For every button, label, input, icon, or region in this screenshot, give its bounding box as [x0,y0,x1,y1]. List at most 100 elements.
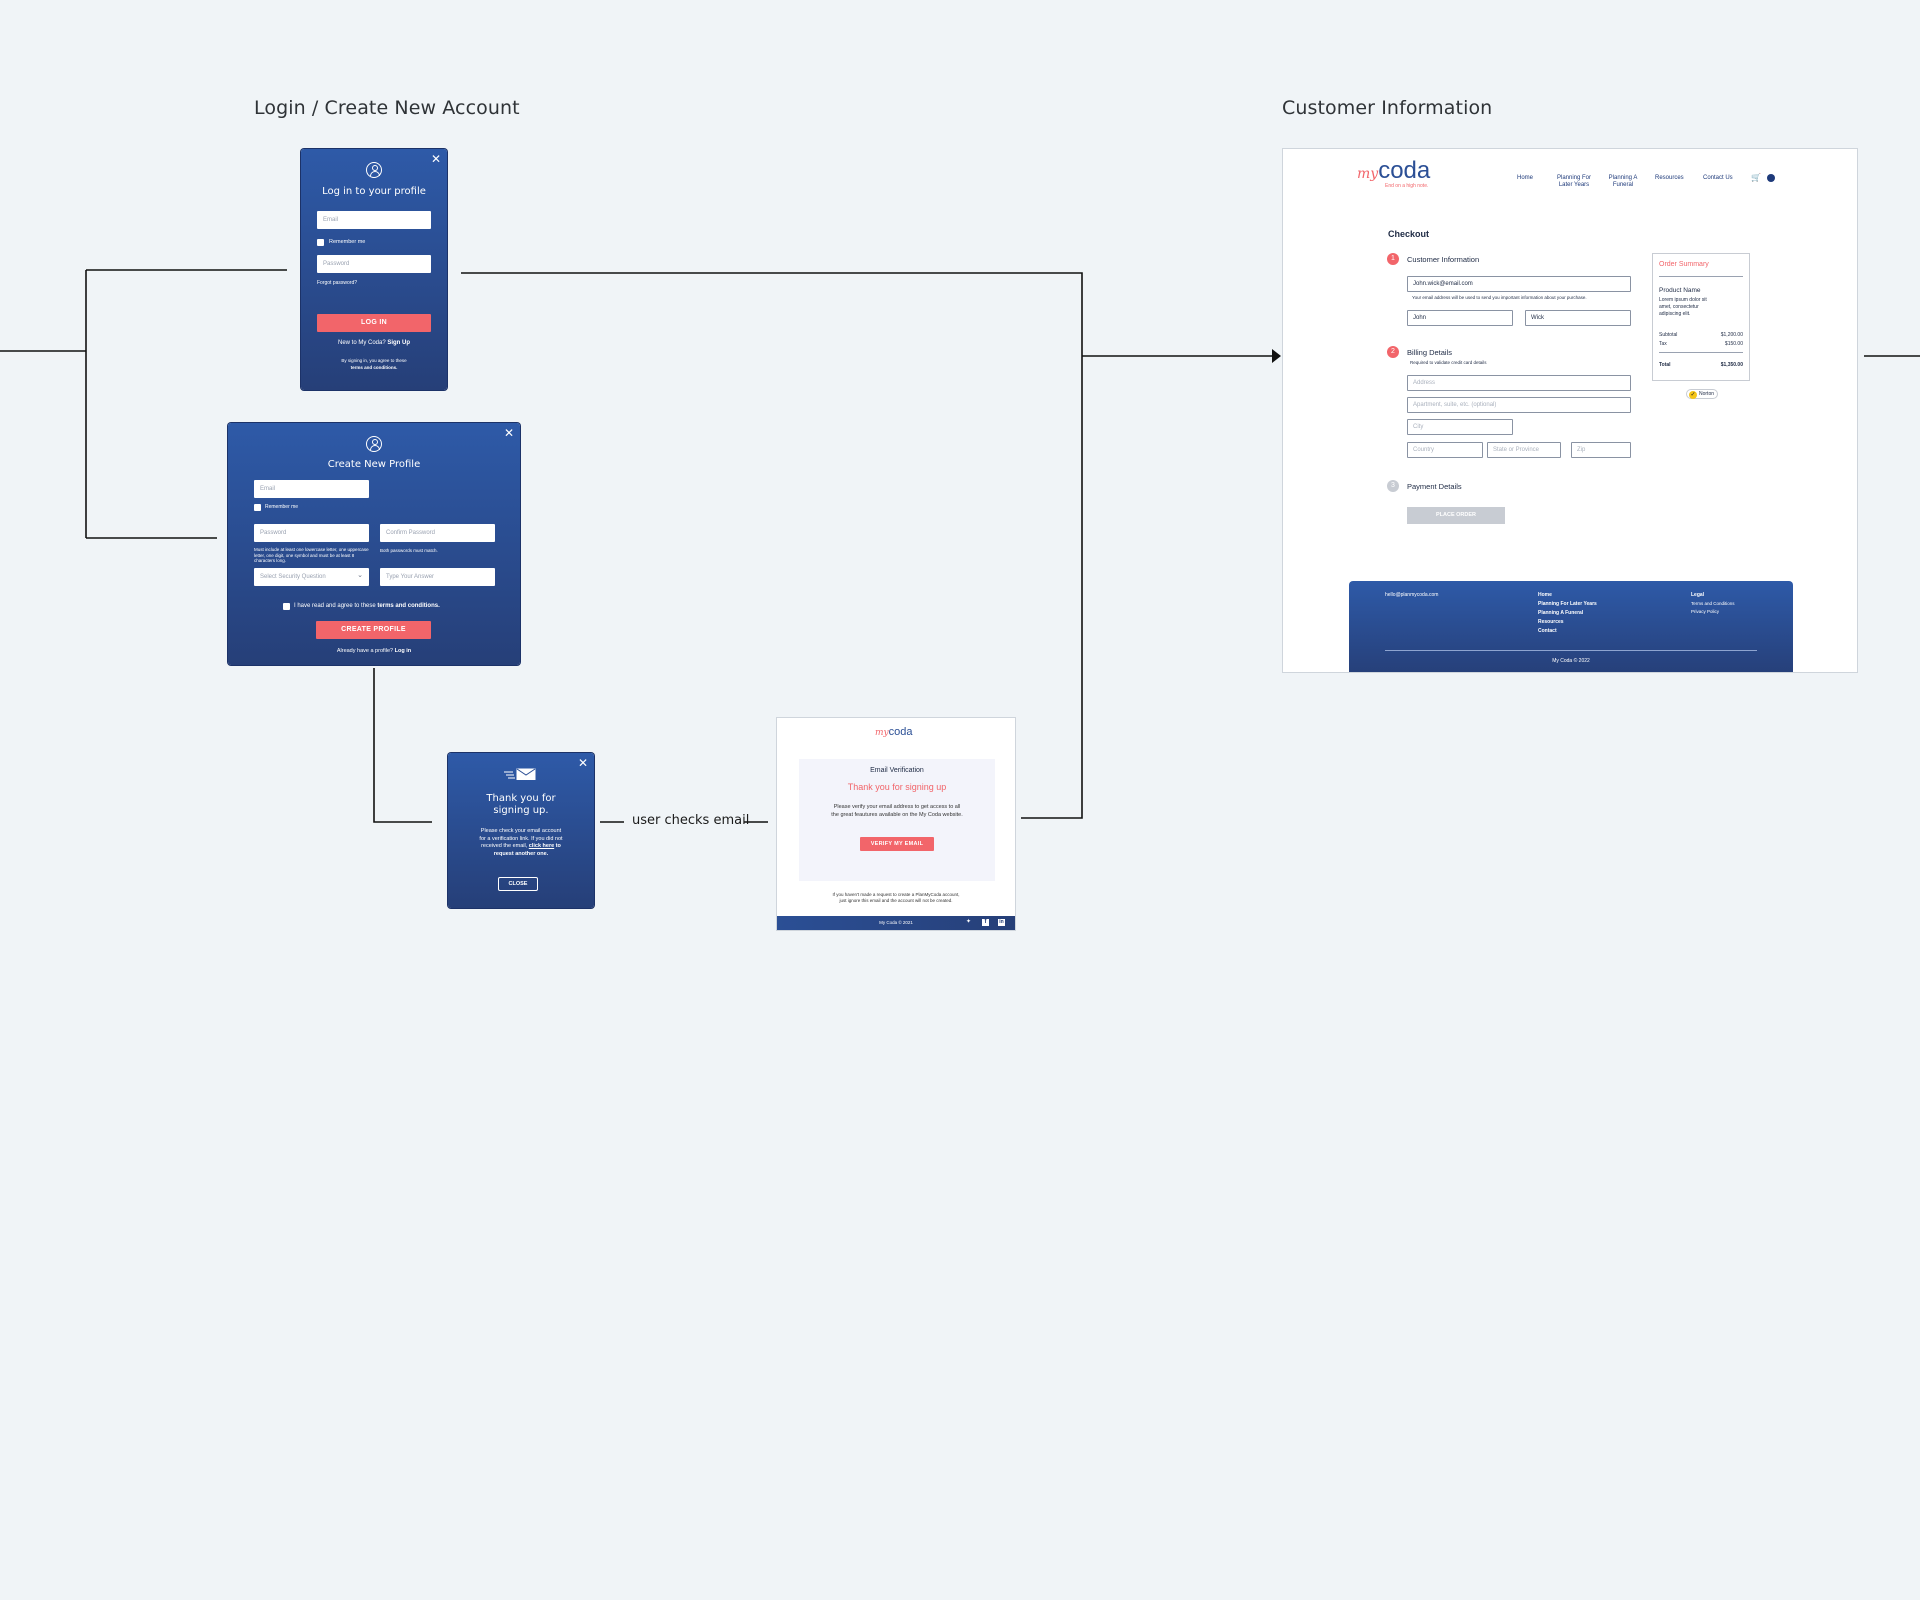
footer-divider [1385,650,1757,651]
create-profile-button[interactable]: CREATE PROFILE [316,621,431,639]
agree-terms-checkbox[interactable] [283,603,290,610]
remember-me-checkbox[interactable] [317,239,324,246]
footer-link-contact[interactable]: Contact [1538,628,1557,634]
thank-you-title-line1: Thank you for [486,793,556,804]
verify-email-button[interactable]: VERIFY MY EMAIL [860,837,934,851]
nav-planning-later-years[interactable]: Planning For Later Years [1556,175,1592,188]
terms-link[interactable]: terms and conditions. [350,365,398,370]
login-button[interactable]: LOG IN [317,314,431,332]
forgot-password-link[interactable]: Forgot password? [317,280,358,286]
thank-you-title-line2: signing up. [493,805,549,816]
email-input[interactable]: Email [254,480,369,498]
remember-me-label: Remember me [265,504,299,510]
security-answer-input[interactable]: Type Your Answer [380,568,495,586]
arrowhead [1272,349,1281,363]
thank-you-modal: ✕ Thank you for signing up. Please check… [448,753,594,908]
place-order-button[interactable]: PLACE ORDER [1407,507,1505,524]
verification-email: mycoda Email Verification Thank you for … [776,717,1016,931]
body-text: received the email, [481,843,528,849]
chevron-down-icon: ⌄ [357,572,363,579]
security-question-select[interactable]: Select Security Question ⌄ [254,568,369,586]
zip-field[interactable]: Zip [1571,442,1631,458]
first-name-field[interactable]: John [1407,310,1513,326]
step-3-badge: 3 [1387,480,1399,492]
norton-label: Norton [1699,391,1715,397]
agree-terms-label: I have read and agree to these terms and… [294,603,440,610]
subtotal-label: Subtotal [1659,332,1678,338]
nav-home[interactable]: Home [1517,175,1534,181]
state-field[interactable]: State or Province [1487,442,1561,458]
email-body-panel: Email Verification Thank you for signing… [799,759,995,881]
email-message-line: the great feautures available on the My … [831,812,963,818]
apartment-field[interactable]: Apartment, suite, etc. (optional) [1407,397,1631,413]
login-link[interactable]: Log in [394,648,412,654]
checkout-title: Checkout [1388,229,1430,239]
check-icon: ✓ [1689,391,1697,399]
total-label: Total [1659,362,1671,368]
confirm-password-input[interactable]: Confirm Password [380,524,495,542]
footer-link-home[interactable]: Home [1538,592,1552,598]
last-name-field[interactable]: Wick [1525,310,1631,326]
customer-info-label: Customer Information [1407,255,1480,264]
nav-planning-funeral[interactable]: Planning A Funeral [1608,175,1638,188]
terms-text: By signing in, you agree to these [341,358,407,363]
user-avatar-icon [366,436,382,452]
address-field[interactable]: Address [1407,375,1631,391]
footer-email[interactable]: hello@planmycoda.com [1385,592,1439,598]
flow-edge-label: user checks email [632,813,750,828]
email-field[interactable]: John.wick@email.com [1407,276,1631,292]
brand-coda: coda [1378,157,1431,184]
resend-link[interactable]: click here [528,843,555,849]
nav-contact-us[interactable]: Contact Us [1703,175,1733,181]
brand-coda: coda [888,726,913,738]
nav-resources[interactable]: Resources [1655,175,1684,181]
password-input[interactable]: Password [317,255,431,273]
brand-my: my [1357,166,1379,182]
step-1-badge: 1 [1387,253,1399,265]
user-avatar-icon [366,162,382,178]
facebook-icon[interactable]: f [982,919,989,926]
product-name: Product Name [1659,287,1701,294]
subtotal-value: $1,200.00 [1720,332,1743,338]
footer-link-terms[interactable]: Terms and Conditions [1691,601,1735,606]
close-button[interactable]: CLOSE [498,877,538,891]
billing-hint: Required to validate credit card details [1410,360,1487,365]
email-hint: Your email address will be used to send … [1412,295,1587,300]
close-icon[interactable]: ✕ [430,152,441,166]
summary-divider [1659,352,1743,353]
cart-icon[interactable]: 🛒 [1751,173,1761,182]
footer-link-resources[interactable]: Resources [1538,619,1564,625]
close-icon[interactable]: ✕ [503,426,514,440]
close-icon[interactable]: ✕ [577,756,588,770]
remember-me-checkbox[interactable] [254,504,261,511]
country-field[interactable]: Country [1407,442,1483,458]
email-message: Please verify your email address to get … [799,803,995,819]
profile-icon[interactable] [1767,174,1775,182]
brand-my: my [875,728,889,738]
terms-link[interactable]: terms and conditions. [377,603,440,609]
email-input[interactable]: Email [317,211,431,229]
password-input[interactable]: Password [254,524,369,542]
have-profile-text: Already have a profile? [336,648,394,654]
footer-link-later-years[interactable]: Planning For Later Years [1538,601,1597,607]
password-hint: Must include at least one lowercase lett… [254,547,369,563]
customer-section-heading: Customer Information [1282,97,1493,119]
fine-print-line: just ignore this email and the account w… [839,898,953,903]
linkedin-icon[interactable]: in [998,919,1005,926]
norton-badge: ✓ Norton [1686,389,1719,399]
email-message-line: Please verify your email address to get … [833,804,961,810]
email-heading: Email Verification [870,767,924,774]
twitter-icon[interactable]: ✦ [966,919,972,925]
billing-details-label: Billing Details [1407,348,1453,357]
login-modal: ✕ Log in to your profile Email Remember … [301,149,447,390]
body-line: Please check your email account [480,828,562,834]
footer-link-funeral[interactable]: Planning A Funeral [1538,610,1584,616]
footer-copyright: My Coda © 2022 [1552,658,1590,664]
signup-link[interactable]: Sign Up [387,340,411,346]
email-fine-print: If you haven't made a request to create … [777,892,1015,904]
city-field[interactable]: City [1407,419,1513,435]
brand-logo[interactable]: mycoda End on a high note. [1357,157,1430,189]
footer-link-privacy[interactable]: Privacy Policy [1691,609,1720,614]
summary-divider [1659,276,1743,277]
order-summary-panel: Order Summary Product Name Lorem ipsum d… [1652,253,1750,381]
